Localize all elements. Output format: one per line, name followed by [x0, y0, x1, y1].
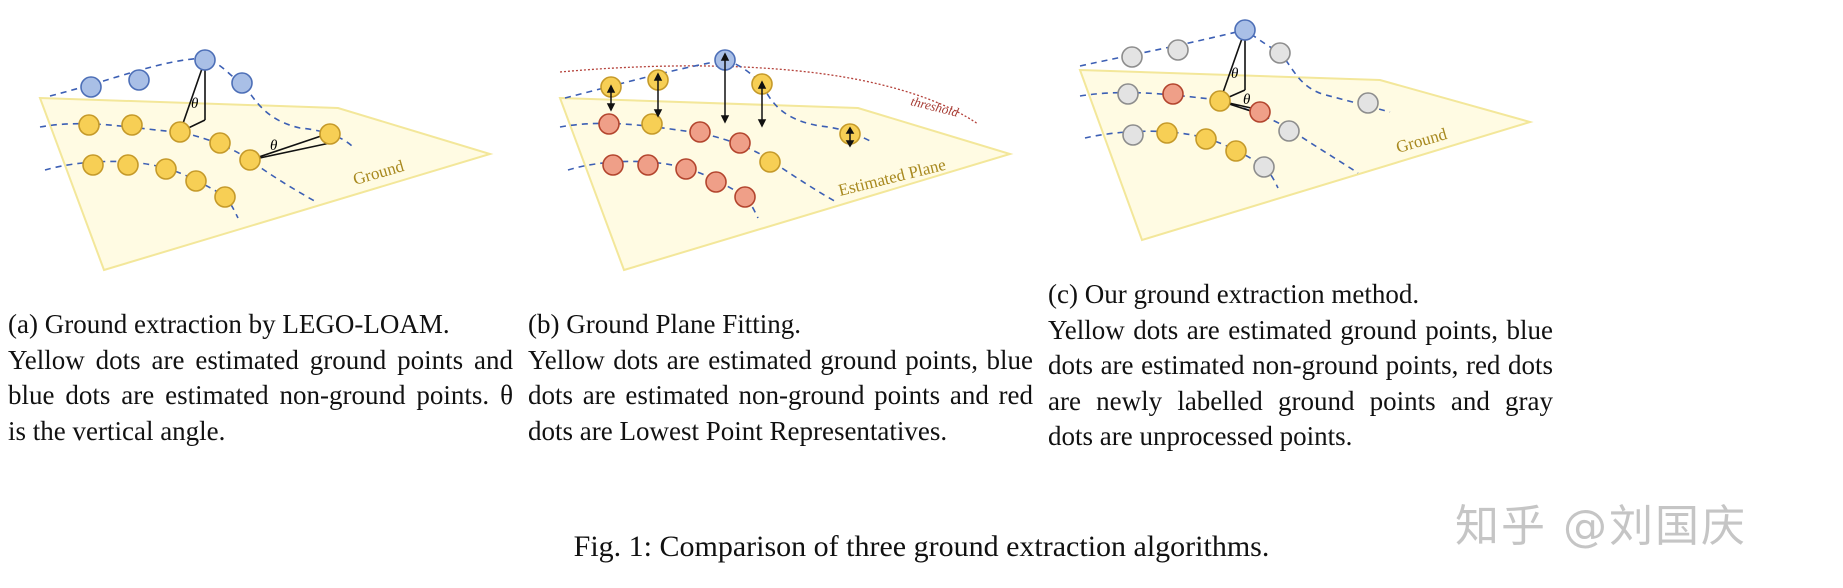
panel-b-diagram: threshold Estimated Plane	[558, 49, 1014, 272]
ground-plane	[1078, 68, 1534, 242]
threshold-curve	[559, 65, 979, 125]
caption-c: (c) Our ground extraction method. Yellow…	[1048, 277, 1553, 455]
yellow-dots	[78, 114, 341, 208]
red-dots	[598, 113, 756, 208]
ground-plane	[38, 96, 494, 272]
caption-c-line: dots are unprocessed points.	[1048, 421, 1353, 451]
panel-a-diagram: θ θ Ground	[38, 49, 494, 272]
angle-label-1: θ	[191, 96, 199, 112]
caption-c-title: (c) Our ground extraction method.	[1048, 279, 1420, 309]
gray-dots	[1117, 39, 1379, 178]
caption-c-line: are newly labelled ground points and gra…	[1048, 385, 1553, 416]
blue-dots	[1234, 19, 1256, 41]
caption-c-line: dots are estimated non-ground points, re…	[1048, 350, 1553, 380]
caption-c-line: Yellow dots are estimated ground points,…	[1048, 314, 1553, 345]
watermark: 知乎 @刘国庆	[1455, 501, 1747, 552]
yellow-dots	[1156, 90, 1247, 162]
caption-a: (a) Ground extraction by LEGO-LOAM. Yell…	[8, 307, 513, 449]
angle-label-2: θ	[1243, 92, 1251, 108]
caption-a-line: is the vertical angle.	[8, 415, 226, 446]
caption-a-title: (a) Ground extraction by LEGO-LOAM.	[8, 309, 450, 339]
yellow-dots	[600, 69, 861, 173]
caption-a-line: Yellow dots are estimated ground points …	[8, 344, 513, 375]
caption-a-line: blue dots are estimated non-ground point…	[8, 380, 513, 410]
panel-c-diagram: θ θ Ground	[1078, 19, 1534, 242]
caption-b-line: Yellow dots are estimated ground points,…	[528, 344, 1033, 375]
caption-b-line: dots are estimated non-ground points and…	[528, 380, 1033, 410]
red-dots	[1162, 83, 1271, 123]
caption-b-line: dots are Lowest Point Representatives.	[528, 415, 948, 446]
scan-line-1	[1079, 29, 1391, 113]
caption-b-title: (b) Ground Plane Fitting.	[528, 309, 801, 339]
scan-line-2	[1079, 91, 1359, 174]
vertical-arrows	[606, 52, 855, 148]
caption-b: (b) Ground Plane Fitting. Yellow dots ar…	[528, 307, 1033, 449]
blue-dots	[80, 49, 253, 98]
estimated-plane	[558, 96, 1014, 272]
threshold-label: threshold	[909, 93, 960, 119]
angle-label-2: θ	[270, 138, 278, 154]
figure-caption: Fig. 1: Comparison of three ground extra…	[573, 530, 1270, 563]
angle-label-1: θ	[1231, 66, 1239, 82]
